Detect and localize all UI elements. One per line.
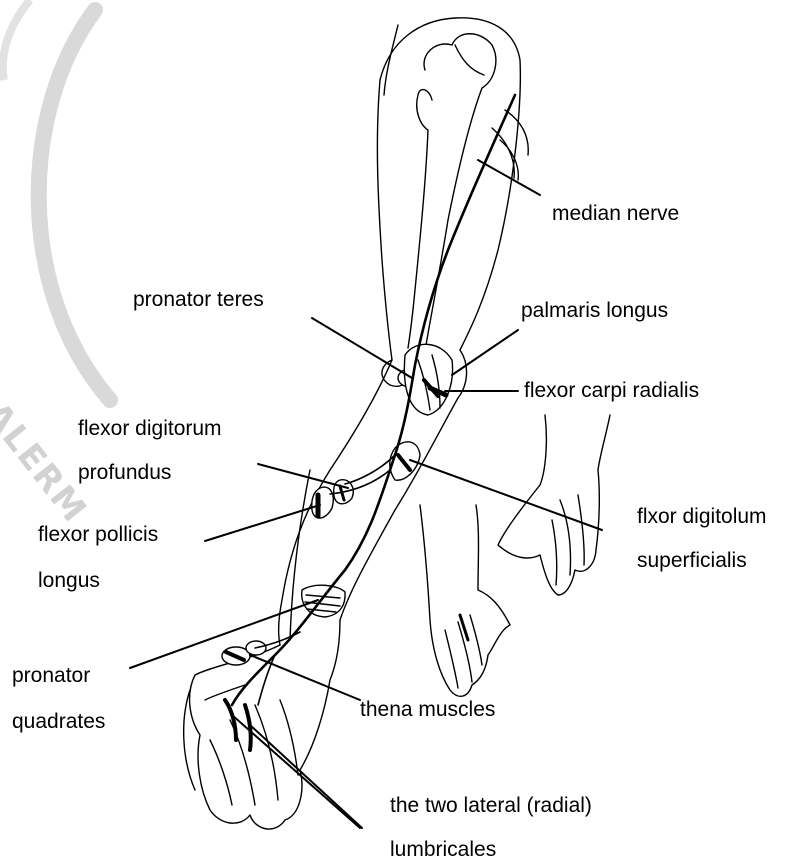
label-fpl-line1: flexor pollicis	[38, 523, 158, 547]
label-fdp-line1: flexor digitorum	[78, 417, 222, 441]
label-flexor-carpi-radialis: flexor carpi radialis	[524, 379, 699, 403]
label-fpl-line2: longus	[38, 569, 100, 593]
label-fds-line2: superficialis	[637, 549, 747, 573]
upper-arm-outline	[380, 18, 520, 350]
label-fdp-line2: profundus	[78, 461, 171, 485]
label-fds-line1: flxor digitolum	[637, 505, 767, 529]
label-palmaris-longus: palmaris longus	[521, 299, 668, 323]
label-pq-line1: pronator	[12, 664, 90, 688]
leader-lumbricales-2	[250, 725, 362, 828]
label-lumbricales-line1: the two lateral (radial)	[390, 794, 592, 818]
label-pronator-teres: pronator teres	[133, 288, 264, 312]
leader-fdp	[258, 464, 348, 488]
label-median-nerve: median nerve	[552, 202, 679, 226]
right-hand-outline	[498, 415, 610, 595]
label-pq-line2: quadrates	[12, 710, 105, 734]
label-lumbricales-line2: lumbricales	[390, 838, 496, 861]
pronator-quadratus-muscle	[302, 585, 345, 617]
median-nerve-path	[232, 95, 515, 705]
leader-fds	[410, 460, 602, 530]
fpl-muscle	[312, 487, 333, 518]
humerus-bone	[424, 34, 496, 345]
leader-pronator-teres	[312, 318, 412, 378]
leader-median-nerve	[478, 160, 540, 195]
label-thena-muscles: thena muscles	[360, 698, 495, 722]
center-hand-outline	[420, 505, 510, 696]
